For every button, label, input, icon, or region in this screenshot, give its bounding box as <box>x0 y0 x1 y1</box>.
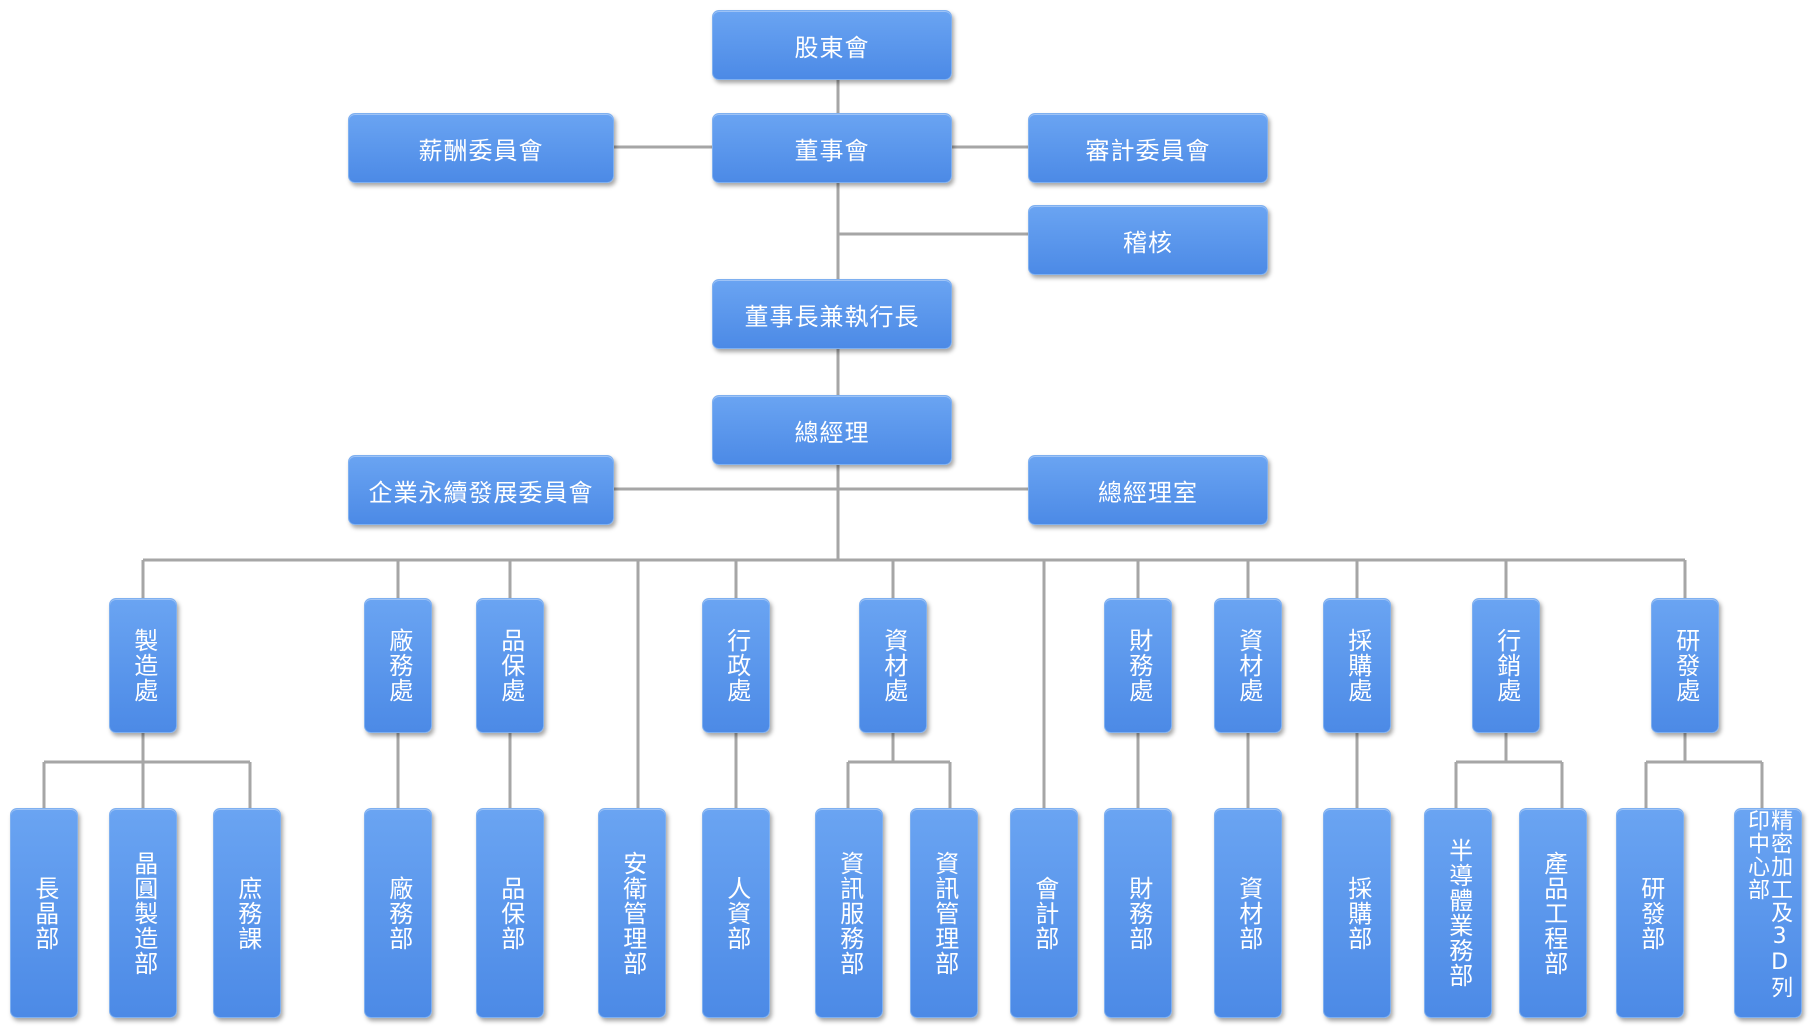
dept-product-engineering: 產品工程部 <box>1519 808 1587 1018</box>
division-plant-affairs-label: 廠務處 <box>384 628 413 703</box>
division-procurement-label: 採購處 <box>1343 628 1372 703</box>
dept-accounting: 會計部 <box>1010 808 1078 1018</box>
division-rnd: 研發處 <box>1651 598 1719 733</box>
dept-quality-assurance-label: 品保部 <box>496 875 525 951</box>
dept-plant-affairs-label: 廠務部 <box>384 875 413 951</box>
chairman-ceo-label: 董事長兼執行長 <box>744 302 920 331</box>
dept-human-resources: 人資部 <box>702 808 770 1018</box>
general-manager-box: 總經理 <box>712 395 952 465</box>
dept-wafer-manufacturing-label: 晶圓製造部 <box>129 850 158 976</box>
audit-committee-label: 審計委員會 <box>1085 136 1211 165</box>
division-admin: 行政處 <box>702 598 770 733</box>
dept-materials-label: 資材部 <box>1234 875 1263 951</box>
dept-crystal-growth: 長晶部 <box>10 808 78 1018</box>
dept-general-affairs-label: 庶務課 <box>233 875 262 951</box>
dept-procurement: 採購部 <box>1323 808 1391 1018</box>
division-quality-label: 品保處 <box>496 628 525 703</box>
shareholders-box: 股東會 <box>712 10 952 80</box>
dept-precision-3d-printing: 精密加工及3D列印中心部 <box>1734 808 1802 1018</box>
dept-quality-assurance: 品保部 <box>476 808 544 1018</box>
compensation-committee-label: 薪酬委員會 <box>418 136 544 165</box>
dept-semiconductor-business-label: 半導體業務部 <box>1444 838 1473 988</box>
division-materials: 資材處 <box>1214 598 1282 733</box>
division-finance: 財務處 <box>1104 598 1172 733</box>
division-it: 資材處 <box>859 598 927 733</box>
chairman-ceo-box: 董事長兼執行長 <box>712 279 952 349</box>
board-of-directors-box: 董事會 <box>712 113 952 183</box>
division-marketing: 行銷處 <box>1472 598 1540 733</box>
dept-procurement-label: 採購部 <box>1343 875 1372 951</box>
division-materials-label: 資材處 <box>1234 628 1263 703</box>
dept-general-affairs: 庶務課 <box>213 808 281 1018</box>
general-manager-label: 總經理 <box>794 418 870 447</box>
dept-wafer-manufacturing: 晶圓製造部 <box>109 808 177 1018</box>
division-manufacturing: 製造處 <box>109 598 177 733</box>
sustainability-committee-label: 企業永續發展委員會 <box>368 478 594 507</box>
dept-it-service-label: 資訊服務部 <box>835 850 864 976</box>
dept-finance-label: 財務部 <box>1124 875 1153 951</box>
division-it-label: 資材處 <box>879 628 908 703</box>
dept-rnd-label: 研發部 <box>1636 875 1665 951</box>
division-admin-label: 行政處 <box>722 628 751 703</box>
dept-finance: 財務部 <box>1104 808 1172 1018</box>
dept-it-management: 資訊管理部 <box>910 808 978 1018</box>
dept-it-management-label: 資訊管理部 <box>930 850 959 976</box>
dept-rnd: 研發部 <box>1616 808 1684 1018</box>
dept-accounting-label: 會計部 <box>1030 875 1059 951</box>
sustainability-committee-box: 企業永續發展委員會 <box>348 455 614 525</box>
division-marketing-label: 行銷處 <box>1492 628 1521 703</box>
dept-product-engineering-label: 產品工程部 <box>1539 850 1568 976</box>
gm-office-label: 總經理室 <box>1098 478 1198 507</box>
division-manufacturing-label: 製造處 <box>129 628 158 703</box>
dept-materials: 資材部 <box>1214 808 1282 1018</box>
division-finance-label: 財務處 <box>1124 628 1153 703</box>
dept-safety-health-label: 安衛管理部 <box>618 850 647 976</box>
dept-human-resources-label: 人資部 <box>722 875 751 951</box>
dept-semiconductor-business: 半導體業務部 <box>1424 808 1492 1018</box>
dept-it-service: 資訊服務部 <box>815 808 883 1018</box>
compensation-committee-box: 薪酬委員會 <box>348 113 614 183</box>
audit-committee-box: 審計委員會 <box>1028 113 1268 183</box>
shareholders-label: 股東會 <box>794 33 870 62</box>
internal-audit-box: 稽核 <box>1028 205 1268 275</box>
dept-precision-3d-printing-label: 精密加工及3D列印中心部 <box>1744 809 1793 999</box>
board-of-directors-label: 董事會 <box>794 136 870 165</box>
dept-crystal-growth-label: 長晶部 <box>30 875 59 951</box>
dept-plant-affairs: 廠務部 <box>364 808 432 1018</box>
gm-office-box: 總經理室 <box>1028 455 1268 525</box>
division-plant-affairs: 廠務處 <box>364 598 432 733</box>
division-rnd-label: 研發處 <box>1671 628 1700 703</box>
internal-audit-label: 稽核 <box>1123 228 1173 257</box>
division-quality: 品保處 <box>476 598 544 733</box>
division-procurement: 採購處 <box>1323 598 1391 733</box>
dept-safety-health: 安衛管理部 <box>598 808 666 1018</box>
